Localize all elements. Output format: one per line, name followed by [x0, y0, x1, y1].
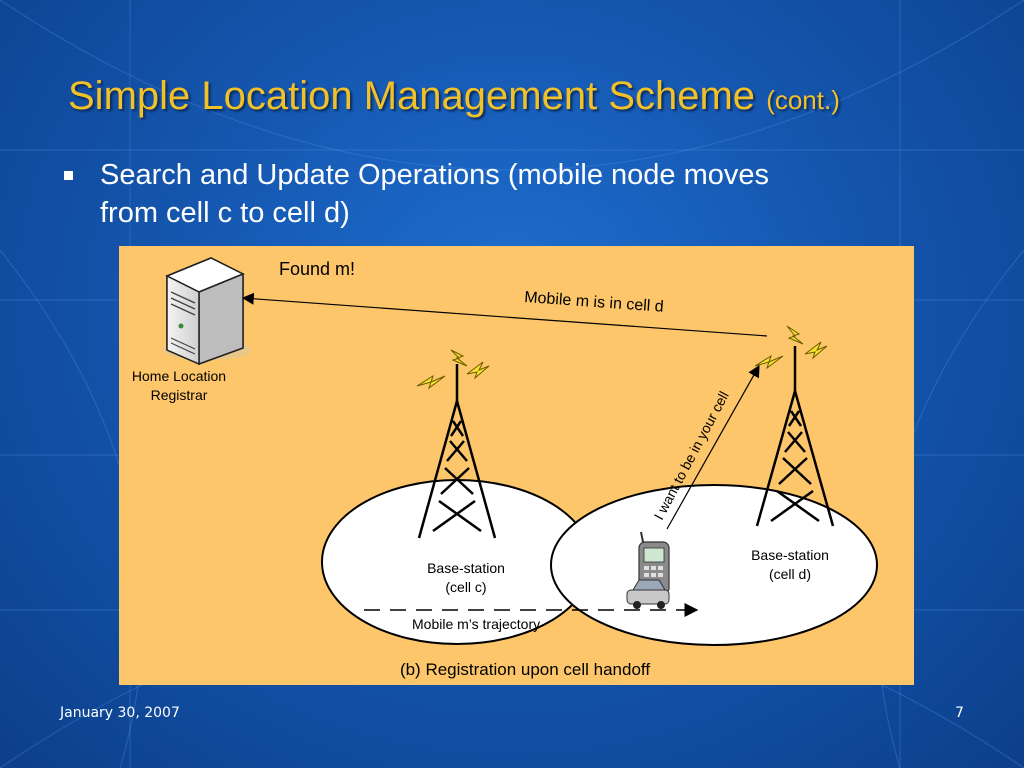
bullet-text: Search and Update Operations (mobile nod…: [100, 159, 769, 229]
title-suffix: (cont.): [766, 85, 840, 115]
diagram-caption: (b) Registration upon cell handoff: [400, 660, 650, 679]
bullet-point: Search and Update Operations (mobile nod…: [64, 156, 824, 232]
base-c-line1: Base-station: [427, 560, 505, 576]
car-icon: [626, 579, 670, 609]
base-c-line2: (cell c): [445, 579, 486, 595]
bullet-marker: [64, 171, 73, 180]
server-icon: [163, 257, 251, 366]
hlr-label-line2: Registrar: [151, 387, 208, 403]
title-main: Simple Location Management Scheme: [68, 74, 756, 118]
lightning-icon: [416, 349, 490, 390]
diagram-panel: Found m! Home Location Registrar Mobile …: [119, 246, 914, 685]
footer-date: January 30, 2007: [60, 705, 180, 721]
diagram-canvas: Found m! Home Location Registrar Mobile …: [132, 257, 878, 679]
base-d-line2: (cell d): [769, 566, 811, 582]
cell-d: [550, 484, 878, 646]
slide-title: Simple Location Management Scheme (cont.…: [68, 74, 840, 119]
registration-arrow: [666, 364, 760, 530]
hlr-label-line1: Home Location: [132, 368, 226, 384]
cell-tower-icon: [417, 364, 497, 539]
message-to-hlr: Mobile m is in cell d: [524, 289, 664, 316]
update-arrow: [241, 292, 768, 337]
found-label: Found m!: [279, 259, 355, 279]
trajectory-label: Mobile m’s trajectory: [412, 616, 540, 632]
base-d-line1: Base-station: [751, 547, 829, 563]
page-number: 7: [955, 705, 964, 721]
cell-tower-icon: [755, 346, 835, 527]
lightning-icon: [754, 325, 828, 370]
